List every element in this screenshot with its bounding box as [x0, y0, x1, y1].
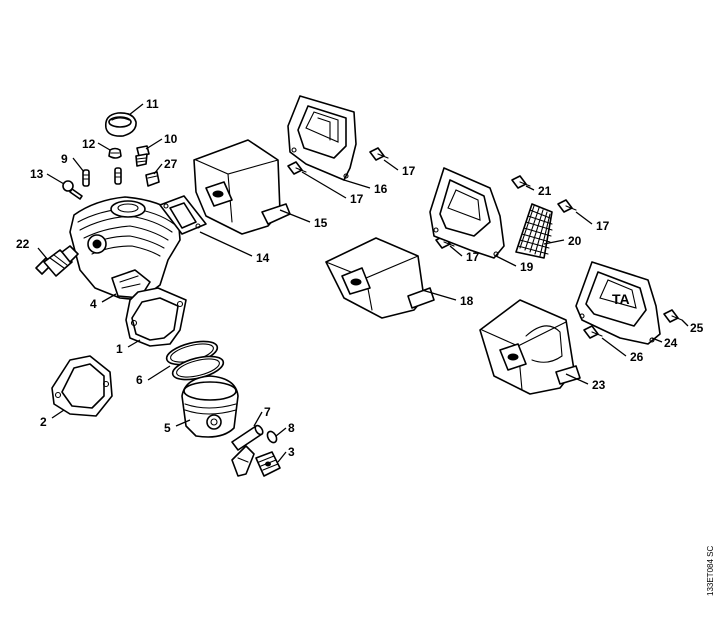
part-18-muffler [325, 237, 435, 319]
callout-23: 23 [592, 378, 606, 392]
callout-9: 9 [61, 152, 68, 166]
callout-17-b: 17 [350, 192, 364, 206]
part-25-screw [663, 309, 683, 323]
part-24-ta-shell: TA [575, 261, 661, 345]
part-17-screw-b [287, 161, 307, 175]
part-2-gasket [51, 355, 113, 417]
reference-code: 133ET084 SC [706, 546, 715, 596]
part-5-piston [181, 375, 239, 438]
callout-17-a: 17 [402, 164, 416, 178]
part-15-muffler [193, 139, 291, 235]
callout-25: 25 [690, 321, 704, 335]
callout-18: 18 [460, 294, 474, 308]
part-7-piston-pin [231, 424, 264, 451]
part-1-gasket [125, 287, 187, 347]
leader-lines [37, 103, 689, 463]
callout-20: 20 [568, 234, 582, 248]
part-22-spark-plug [35, 245, 79, 277]
callout-12: 12 [82, 137, 96, 151]
part-16-shell [287, 95, 357, 181]
part-13-eyebolt [62, 180, 83, 200]
part-17-screw-d [557, 199, 577, 213]
callout-13: 13 [30, 167, 44, 181]
part-19-shell [429, 167, 505, 259]
callout-1: 1 [116, 342, 123, 356]
callout-7: 7 [264, 405, 271, 419]
part-23-muffler [479, 299, 581, 395]
part-21-screw [511, 175, 531, 189]
callout-19: 19 [520, 260, 534, 274]
part-needle-sleeve [231, 445, 255, 477]
part-14-gasket [159, 195, 207, 235]
callout-27: 27 [164, 157, 178, 171]
callout-17-d: 17 [596, 219, 610, 233]
callout-21: 21 [538, 184, 552, 198]
callout-17-c: 17 [466, 250, 480, 264]
part-27-sleeve [145, 171, 160, 187]
callout-labels: 11 12 10 27 9 13 22 4 1 2 6 5 7 8 3 14 1… [16, 97, 704, 459]
callout-6: 6 [136, 373, 143, 387]
callout-22: 22 [16, 237, 30, 251]
cylinder [69, 196, 181, 301]
part-17-screw-a [369, 147, 389, 161]
callout-16: 16 [374, 182, 388, 196]
callout-3: 3 [288, 445, 295, 459]
callout-11: 11 [146, 97, 159, 111]
part-3-needle-cage [255, 451, 281, 477]
part-12-nut [108, 147, 122, 159]
part-26-screw [583, 325, 603, 339]
callout-15: 15 [314, 216, 328, 230]
callout-14: 14 [256, 251, 270, 265]
callout-2: 2 [40, 415, 47, 429]
part-9-stud [82, 169, 90, 187]
callout-5: 5 [164, 421, 171, 435]
callout-24: 24 [664, 336, 678, 350]
part-8-circlip [266, 430, 278, 444]
callout-10: 10 [164, 132, 178, 146]
callout-4: 4 [90, 297, 97, 311]
callout-8: 8 [288, 421, 295, 435]
part-20-screen [515, 203, 553, 259]
part-stud-2 [114, 167, 122, 185]
ta-marking: TA [612, 291, 630, 307]
part-11-cap [104, 112, 137, 137]
callout-26: 26 [630, 350, 644, 364]
